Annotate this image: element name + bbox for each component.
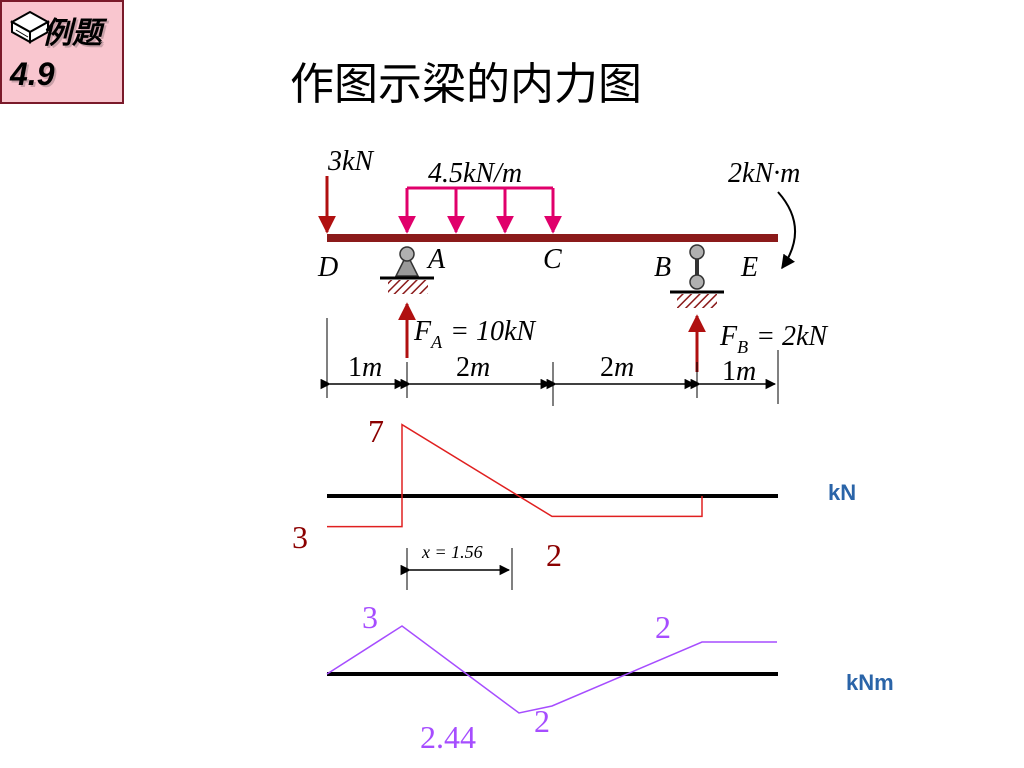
- zero-point-dimension: [400, 548, 513, 590]
- bmd-unit: kNm: [846, 670, 894, 695]
- book-icon: [9, 10, 51, 44]
- point-D-label: D: [317, 252, 338, 283]
- point-B-label: B: [654, 252, 671, 283]
- sfd-peak-label: 7: [368, 413, 384, 449]
- span-CB-label: 2m: [600, 352, 634, 383]
- dimension-lines: [320, 318, 779, 406]
- page-title: 作图示梁的内力图: [290, 59, 642, 110]
- point-E-label: E: [740, 252, 758, 283]
- sfd-unit: kN: [828, 480, 856, 505]
- reaction-B-label: FB= 2kN: [719, 321, 828, 357]
- distributed-load: [398, 186, 562, 234]
- point-C-label: C: [543, 244, 562, 275]
- bmd-C-label: 2: [534, 703, 550, 739]
- moment-arrow: [777, 191, 796, 270]
- example-badge: 例题 4.9: [0, 0, 124, 104]
- bmd-peak-A-label: 3: [362, 599, 378, 635]
- bmd-curve: [326, 625, 777, 714]
- sfd-curve: [327, 423, 703, 528]
- point-load-label: 3kN: [327, 146, 374, 177]
- reaction-A-label: FA= 10kN: [413, 316, 536, 352]
- span-AC-label: 2m: [456, 352, 490, 383]
- span-DA-label: 1m: [348, 352, 382, 383]
- zero-point-label: x = 1.56: [421, 542, 483, 562]
- pin-support-A: [380, 246, 434, 294]
- distributed-load-label: 4.5kN/m: [428, 158, 522, 189]
- bmd-B-label: 2: [655, 609, 671, 645]
- point-A-label: A: [426, 244, 446, 275]
- moment-label: 2kN·m: [728, 158, 800, 189]
- sfd-right-label: 2: [546, 537, 562, 573]
- roller-support-B: [670, 244, 724, 308]
- example-label: 例题: [42, 16, 102, 51]
- sfd-left-label: 3: [292, 519, 308, 555]
- example-number: 4.9: [10, 56, 55, 92]
- bmd-min-label: 2.44: [420, 719, 476, 755]
- span-BE-label: 1m: [722, 356, 756, 387]
